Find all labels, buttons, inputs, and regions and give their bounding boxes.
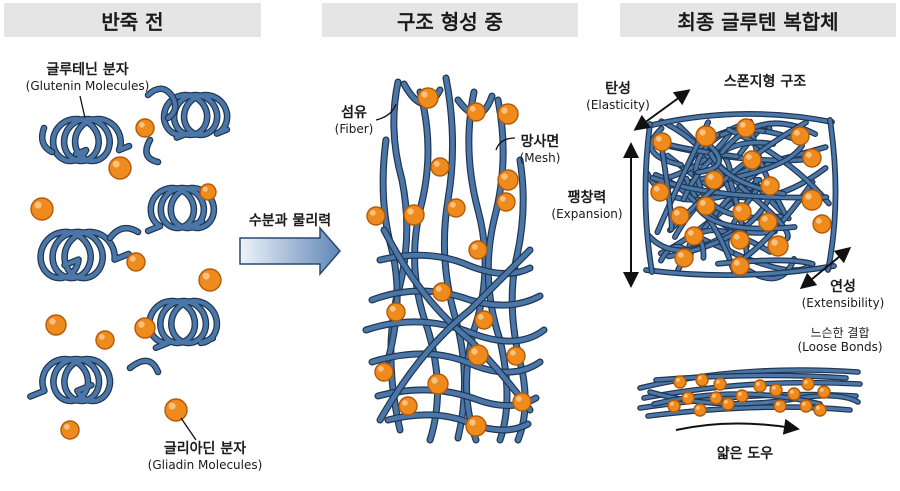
label-gliadin-en: (Gliadin Molecules) xyxy=(130,458,280,472)
label-expansion-ko: 팽창력 xyxy=(540,190,634,207)
label-fiber-en: (Fiber) xyxy=(326,122,382,136)
label-process-ko: 수분과 물리력 xyxy=(232,213,348,230)
label-fiber: 섬유 (Fiber) xyxy=(326,105,382,136)
label-gliadin: 글리아딘 분자 (Gliadin Molecules) xyxy=(130,441,280,472)
label-glutenin: 글루테닌 분자 (Glutenin Molecules) xyxy=(5,62,170,93)
label-extensibility: 연성 (Extensibility) xyxy=(790,279,896,310)
process-arrow xyxy=(240,228,340,274)
label-loose: 느슨한 결합 (Loose Bonds) xyxy=(786,326,894,355)
label-fiber-ko: 섬유 xyxy=(326,105,382,122)
label-mesh-ko: 망사면 xyxy=(510,134,570,151)
label-thin-ko: 얇은 도우 xyxy=(690,446,800,463)
label-gliadin-ko: 글리아딘 분자 xyxy=(130,441,280,458)
label-expansion-en: (Expansion) xyxy=(540,207,634,221)
label-sponge-ko: 스폰지형 구조 xyxy=(700,74,830,91)
label-extensibility-en: (Extensibility) xyxy=(790,296,896,310)
label-glutenin-ko: 글루테닌 분자 xyxy=(5,62,170,79)
label-mesh-en: (Mesh) xyxy=(510,151,570,165)
label-mesh: 망사면 (Mesh) xyxy=(510,134,570,165)
label-expansion: 팽창력 (Expansion) xyxy=(540,190,634,221)
label-glutenin-en: (Glutenin Molecules) xyxy=(5,79,170,93)
label-elasticity-ko: 탄성 xyxy=(578,81,658,98)
glutenin-coils xyxy=(30,89,227,401)
label-extensibility-ko: 연성 xyxy=(790,279,896,296)
label-loose-en: (Loose Bonds) xyxy=(786,340,894,354)
label-sponge: 스폰지형 구조 xyxy=(700,74,830,91)
label-loose-ko: 느슨한 결합 xyxy=(786,326,894,340)
label-elasticity: 탄성 (Elasticity) xyxy=(578,81,658,112)
label-thin: 얇은 도우 xyxy=(690,446,800,463)
label-process: 수분과 물리력 xyxy=(232,213,348,230)
label-elasticity-en: (Elasticity) xyxy=(578,98,658,112)
